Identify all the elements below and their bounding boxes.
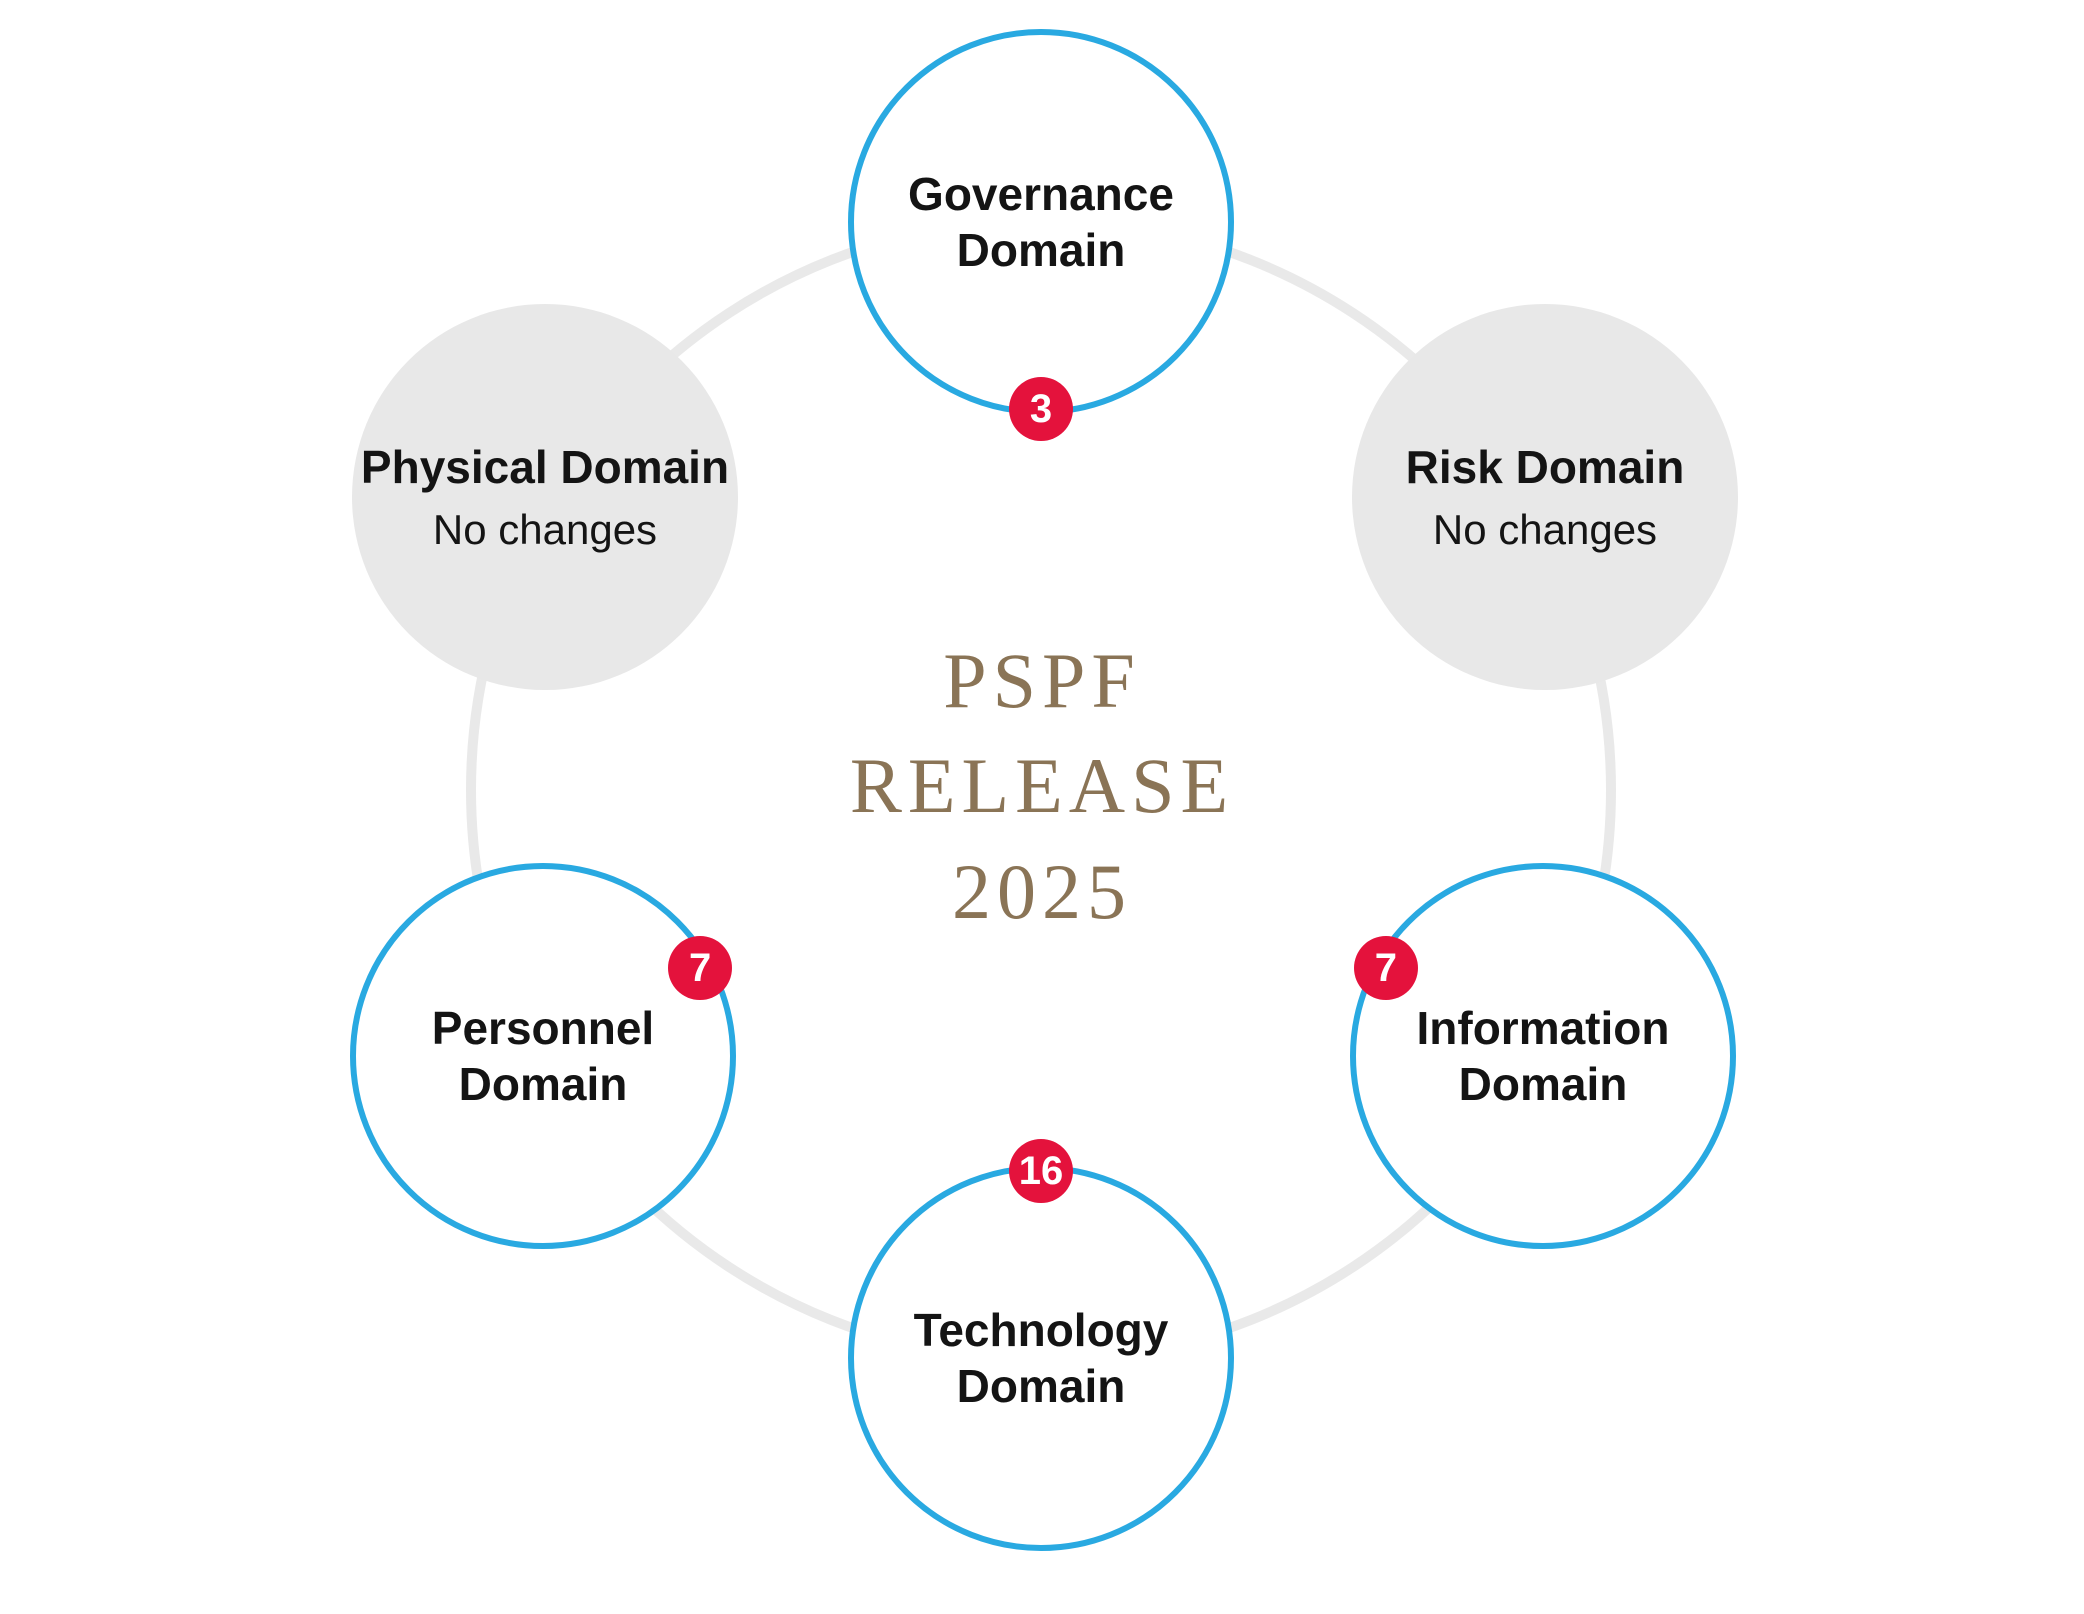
node-personnel-label: Personnel Domain (432, 1000, 654, 1112)
node-title-line2: Domain (956, 1360, 1126, 1412)
node-physical-label: Physical Domain No changes (361, 439, 729, 556)
node-subtitle: No changes (1432, 505, 1658, 553)
node-title: Technology (913, 1303, 1169, 1356)
node-technology-domain: Technology Domain 16 (848, 1139, 1234, 1551)
node-governance-domain: Governance Domain 3 (848, 29, 1234, 441)
node-information-domain: Information Domain 7 (1350, 863, 1736, 1249)
node-physical-domain: Physical Domain No changes (352, 304, 738, 690)
node-personnel-domain: Personnel Domain 7 (350, 863, 736, 1249)
node-risk-label: Risk Domain No changes (1406, 439, 1685, 556)
node-title: Governance (908, 167, 1174, 220)
node-title-line2: Domain (1458, 1058, 1628, 1110)
node-information-label: Information Domain (1417, 1000, 1670, 1112)
node-title: Information (1416, 1001, 1670, 1054)
node-title: Risk Domain (1405, 440, 1685, 493)
node-title: Physical Domain (360, 440, 730, 493)
title-line-pspf: PSPF (943, 637, 1141, 724)
node-governance-label: Governance Domain (908, 166, 1174, 278)
title-line-release: RELEASE (849, 742, 1235, 830)
node-title: Personnel (431, 1001, 655, 1054)
change-count-badge: 3 (1009, 377, 1073, 441)
node-technology-label: Technology Domain (914, 1302, 1169, 1414)
node-risk-domain: Risk Domain No changes (1352, 304, 1738, 690)
node-subtitle: No changes (432, 505, 658, 553)
change-count-badge: 7 (1353, 936, 1418, 1001)
title-line-year: 2025 (952, 847, 1132, 935)
change-count-badge: 16 (1009, 1139, 1073, 1203)
node-title-line2: Domain (956, 224, 1126, 276)
node-title-line2: Domain (458, 1058, 628, 1110)
change-count-badge: 7 (668, 936, 733, 1001)
diagram-center-title: PSPF RELEASE 2025 (592, 628, 1492, 944)
